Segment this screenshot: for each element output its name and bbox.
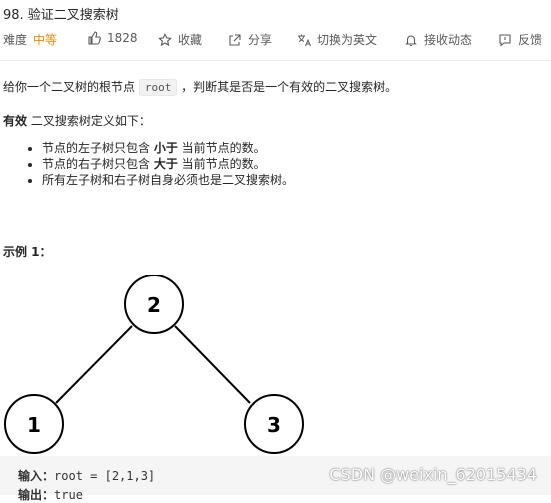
svg-text:3: 3 [267, 413, 281, 437]
tree-node-root: 2 [124, 275, 184, 334]
svg-text:1: 1 [27, 413, 41, 437]
tree-node-left: 1 [4, 394, 64, 454]
example-io-block: 输入：root = [2,1,3] 输出：true [0, 456, 551, 502]
tree-node-right: 3 [244, 394, 304, 454]
translate-icon [298, 34, 311, 46]
feedback-button[interactable]: 反馈 [498, 31, 542, 48]
description-paragraph-2: 有效 二叉搜索树定义如下： [3, 114, 151, 128]
definition-list: 节点的左子树只包含 小于 当前节点的数。 节点的右子树只包含 大于 当前节点的数… [24, 140, 294, 188]
problem-meta-bar: 难度 中等 1828 收藏 分享 切换为英文 接收动态 反馈 [0, 31, 551, 51]
divider [0, 60, 551, 61]
list-item: 节点的右子树只包含 大于 当前节点的数。 [42, 156, 294, 172]
inline-code-root: root [138, 79, 178, 96]
like-count: 1828 [107, 31, 138, 45]
difficulty-value: 中等 [33, 33, 58, 47]
problem-title: 98. 验证二叉搜索树 [3, 8, 119, 23]
watermark: CSDN @weixin_62015434 [329, 465, 537, 484]
favorite-button[interactable]: 收藏 [158, 31, 202, 48]
subscribe-button[interactable]: 接收动态 [404, 31, 472, 48]
tree-edge [174, 325, 251, 404]
feedback-icon [499, 33, 511, 47]
thumbs-up-icon [88, 31, 101, 45]
share-icon [229, 33, 241, 46]
svg-text:2: 2 [147, 293, 161, 317]
difficulty: 难度 中等 [3, 31, 57, 48]
star-icon [158, 32, 172, 46]
list-item: 节点的左子树只包含 小于 当前节点的数。 [42, 140, 294, 156]
like-button[interactable]: 1828 [87, 31, 138, 45]
switch-language-button[interactable]: 切换为英文 [297, 31, 377, 48]
example-title: 示例 1： [3, 245, 52, 259]
list-item: 所有左子树和右子树自身必须也是二叉搜索树。 [42, 172, 294, 188]
tree-edge [55, 325, 133, 404]
difficulty-label: 难度 [3, 33, 28, 47]
share-button[interactable]: 分享 [228, 31, 272, 48]
description-paragraph-1: 给你一个二叉树的根节点 root ，判断其是否是一个有效的二叉搜索树。 [3, 79, 398, 96]
bell-icon [405, 34, 417, 46]
example-input: 输入：root = [2,1,3] [18, 469, 156, 483]
binary-tree-diagram: 2 1 3 [4, 275, 304, 454]
